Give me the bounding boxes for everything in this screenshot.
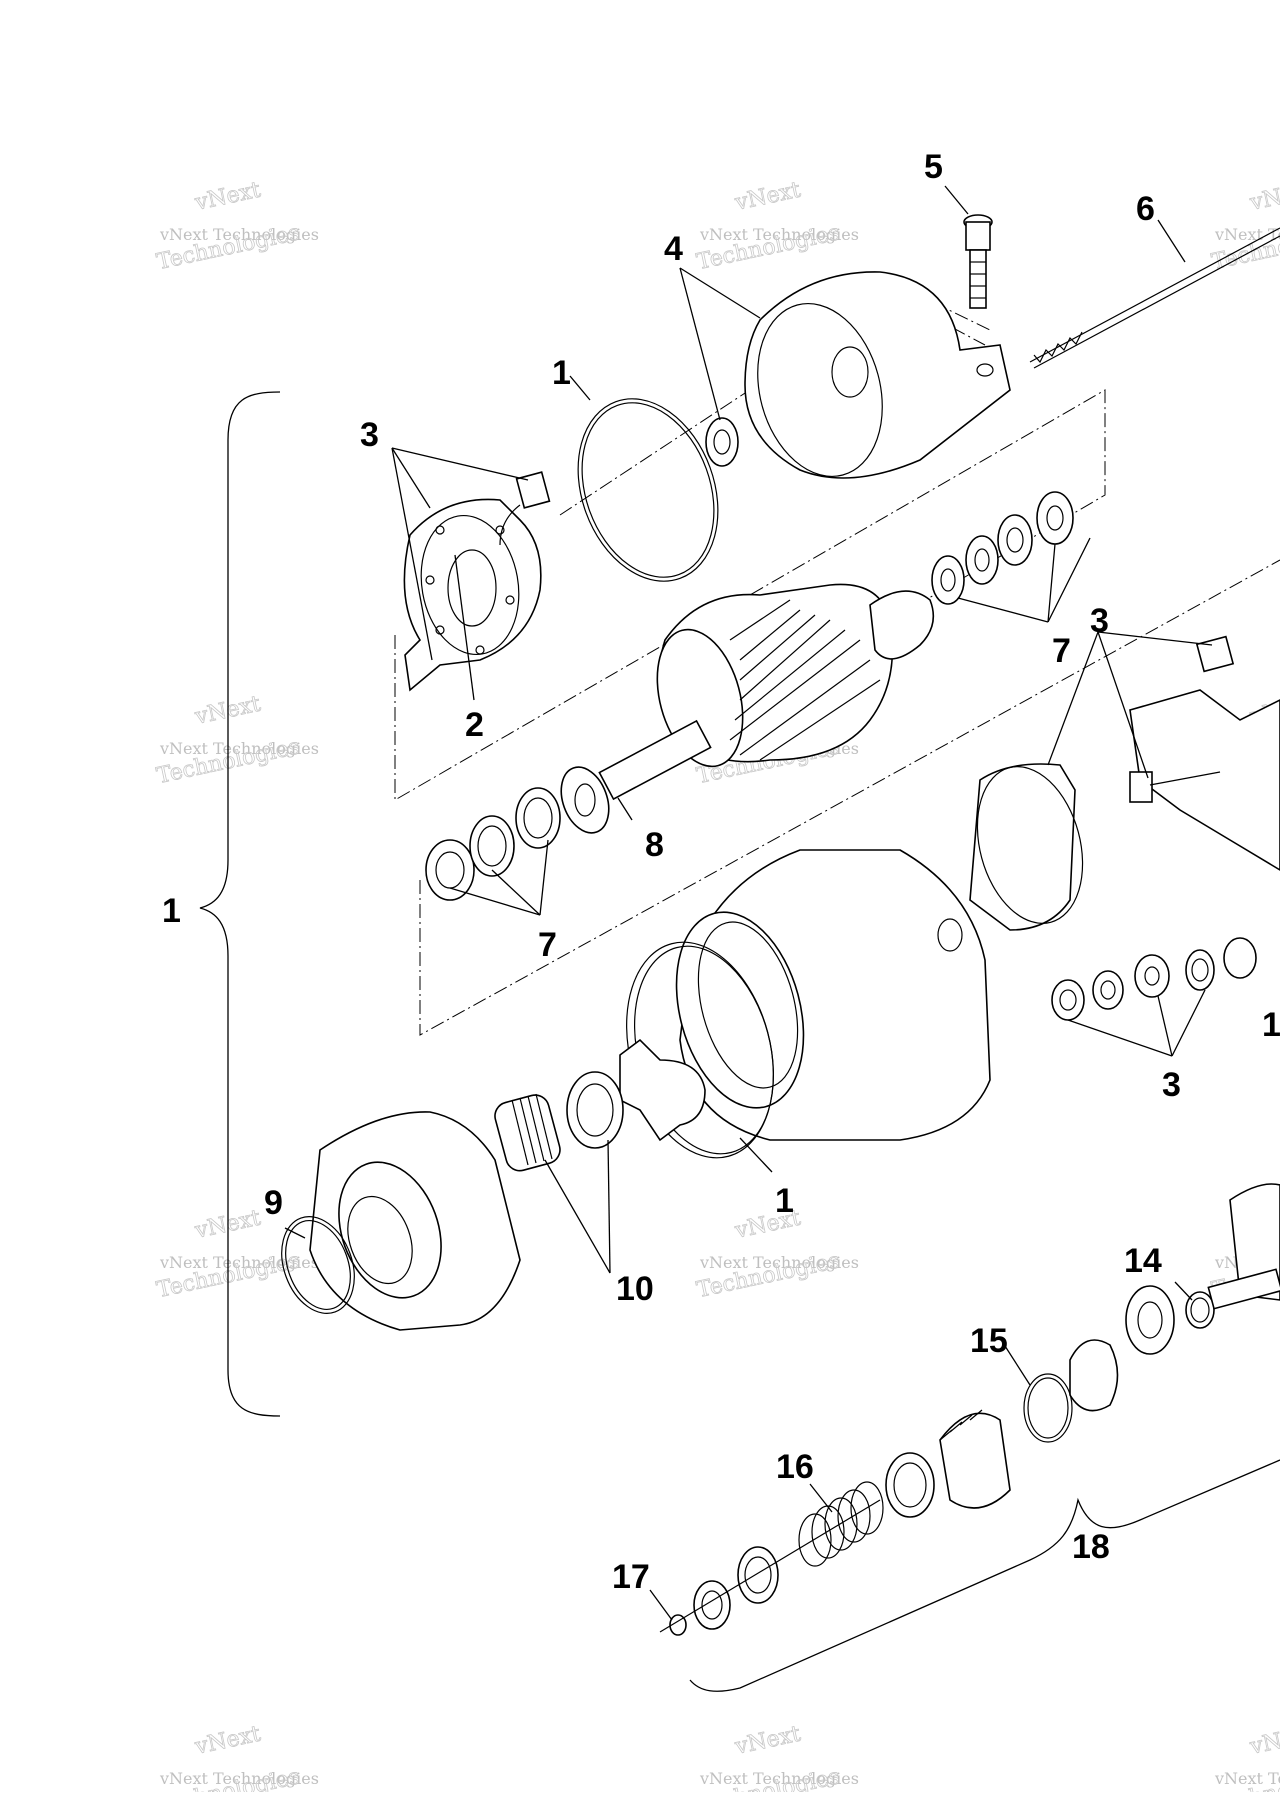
- svg-text:vNext: vNext: [1247, 178, 1280, 216]
- callout-3-left: 3: [360, 416, 379, 454]
- callout-8: 8: [645, 826, 664, 864]
- callout-3-right: 3: [1090, 602, 1109, 640]
- svg-text:vNext Technologies: vNext Technologies: [699, 1769, 859, 1788]
- svg-text:vNext Technologies: vNext Technologies: [159, 225, 319, 244]
- svg-text:vNext Technologies: vNext Technologies: [699, 1253, 859, 1272]
- brush-holder-right: [969, 635, 1280, 931]
- callout-7-lower: 7: [538, 926, 557, 964]
- callout-1-assembly: 1: [162, 892, 181, 930]
- assembly-brace-drive: [689, 1459, 1280, 1692]
- svg-text:vNext Technologies: vNext Technologies: [159, 1769, 319, 1788]
- svg-text:vNext: vNext: [732, 1722, 803, 1760]
- end-frame-rear: [705, 271, 1011, 479]
- leader-lines: [284, 185, 1213, 1621]
- callout-15: 15: [970, 1322, 1008, 1360]
- yoke-housing: [675, 849, 991, 1141]
- callout-6: 6: [1136, 190, 1155, 228]
- callout-1-right-partial: 1: [1262, 1006, 1280, 1044]
- callout-16: 16: [776, 1448, 814, 1486]
- washers-7-upper: [931, 491, 1074, 605]
- callout-3-bottom: 3: [1162, 1066, 1181, 1104]
- svg-text:vNext: vNext: [1247, 1722, 1280, 1760]
- seal-plate: [619, 1038, 706, 1142]
- o-ring-top: [577, 398, 719, 582]
- callout-7-upper: 7: [1052, 632, 1071, 670]
- callout-1-oring-bottom: 1: [775, 1182, 794, 1220]
- svg-text:vNext Technologies: vNext Technologies: [159, 1253, 319, 1272]
- callout-14: 14: [1124, 1242, 1162, 1280]
- washers-3-bottom: [1051, 937, 1257, 1021]
- drive-assembly: [659, 1183, 1280, 1636]
- callout-2: 2: [465, 706, 484, 744]
- callout-10: 10: [616, 1270, 654, 1308]
- svg-text:vNext Technologies: vNext Technologies: [1214, 225, 1280, 244]
- callout-5: 5: [924, 148, 943, 186]
- through-bolt-6: [1029, 227, 1280, 369]
- callouts: 1 1 1 1 2 3 3 3 4 5 6 7 7 8 9 10 14 15 1…: [162, 148, 1280, 1596]
- svg-text:vNext: vNext: [192, 178, 263, 216]
- assembly-brace-left: [199, 391, 281, 1417]
- svg-text:vNext Technologies: vNext Technologies: [699, 225, 859, 244]
- bearings-10: [494, 1071, 624, 1172]
- callout-17: 17: [612, 1558, 650, 1596]
- washers-7-lower: [425, 787, 561, 901]
- brush-plate-assembly: [403, 471, 551, 692]
- svg-text:vNext Technologies: vNext Technologies: [1214, 1769, 1280, 1788]
- callout-18: 18: [1072, 1528, 1110, 1566]
- armature-8: [560, 583, 935, 834]
- callout-9: 9: [264, 1184, 283, 1222]
- front-housing: [281, 1111, 521, 1331]
- callout-1-oring-top: 1: [552, 354, 571, 392]
- bolt-5: [963, 214, 993, 309]
- svg-text:vNext Technologies: vNext Technologies: [159, 739, 319, 758]
- svg-text:vNext: vNext: [192, 1722, 263, 1760]
- callout-4: 4: [664, 230, 683, 268]
- svg-text:vNext: vNext: [732, 178, 803, 216]
